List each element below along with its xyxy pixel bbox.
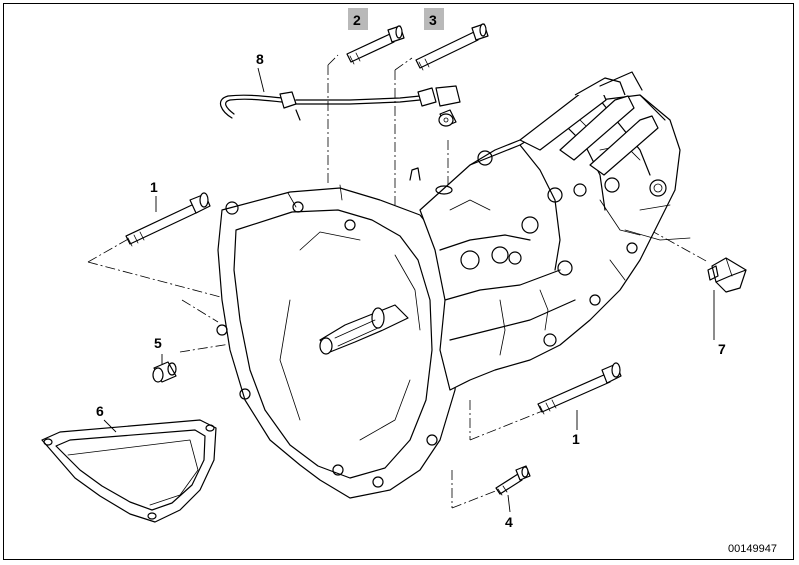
callout-3: 3 [424, 8, 444, 30]
callout-label: 7 [718, 341, 726, 357]
leader-lines [103, 67, 715, 513]
sleeve-5 [152, 361, 177, 383]
callout-label: 1 [150, 179, 158, 195]
diagram-code: 00149947 [728, 543, 777, 555]
callout-label: 3 [429, 12, 437, 28]
callout-5: 5 [154, 335, 162, 351]
callout-label: 6 [96, 403, 104, 419]
cover-plate-6 [41, 419, 217, 523]
callout-2: 2 [348, 8, 368, 30]
highlight-box [424, 8, 444, 30]
callout-4: 4 [505, 514, 513, 530]
bolt-2 [346, 25, 405, 65]
callout-label: 4 [505, 514, 513, 530]
callout-8: 8 [256, 51, 264, 67]
callout-6: 6 [96, 403, 104, 419]
callout-label: 5 [154, 335, 162, 351]
callout-label: 2 [353, 12, 361, 28]
alignment-lines [87, 54, 709, 509]
shift-rods [519, 71, 659, 176]
diagram-frame [3, 3, 794, 560]
bolt-3 [415, 23, 489, 71]
callout-1-upper: 1 [150, 179, 158, 195]
bolt-4 [495, 465, 531, 496]
callout-label: 1 [572, 431, 580, 447]
callout-7: 7 [718, 341, 726, 357]
gearbox-main-body [409, 94, 691, 391]
bolt-1-upper [125, 192, 211, 247]
vent-line-8 [219, 85, 461, 127]
highlight-box [348, 8, 368, 30]
sensor-7 [707, 257, 747, 293]
bolt-1-lower [537, 362, 622, 415]
input-shaft [319, 304, 409, 355]
callout-1-lower: 1 [572, 431, 580, 447]
callout-label: 8 [256, 51, 264, 67]
